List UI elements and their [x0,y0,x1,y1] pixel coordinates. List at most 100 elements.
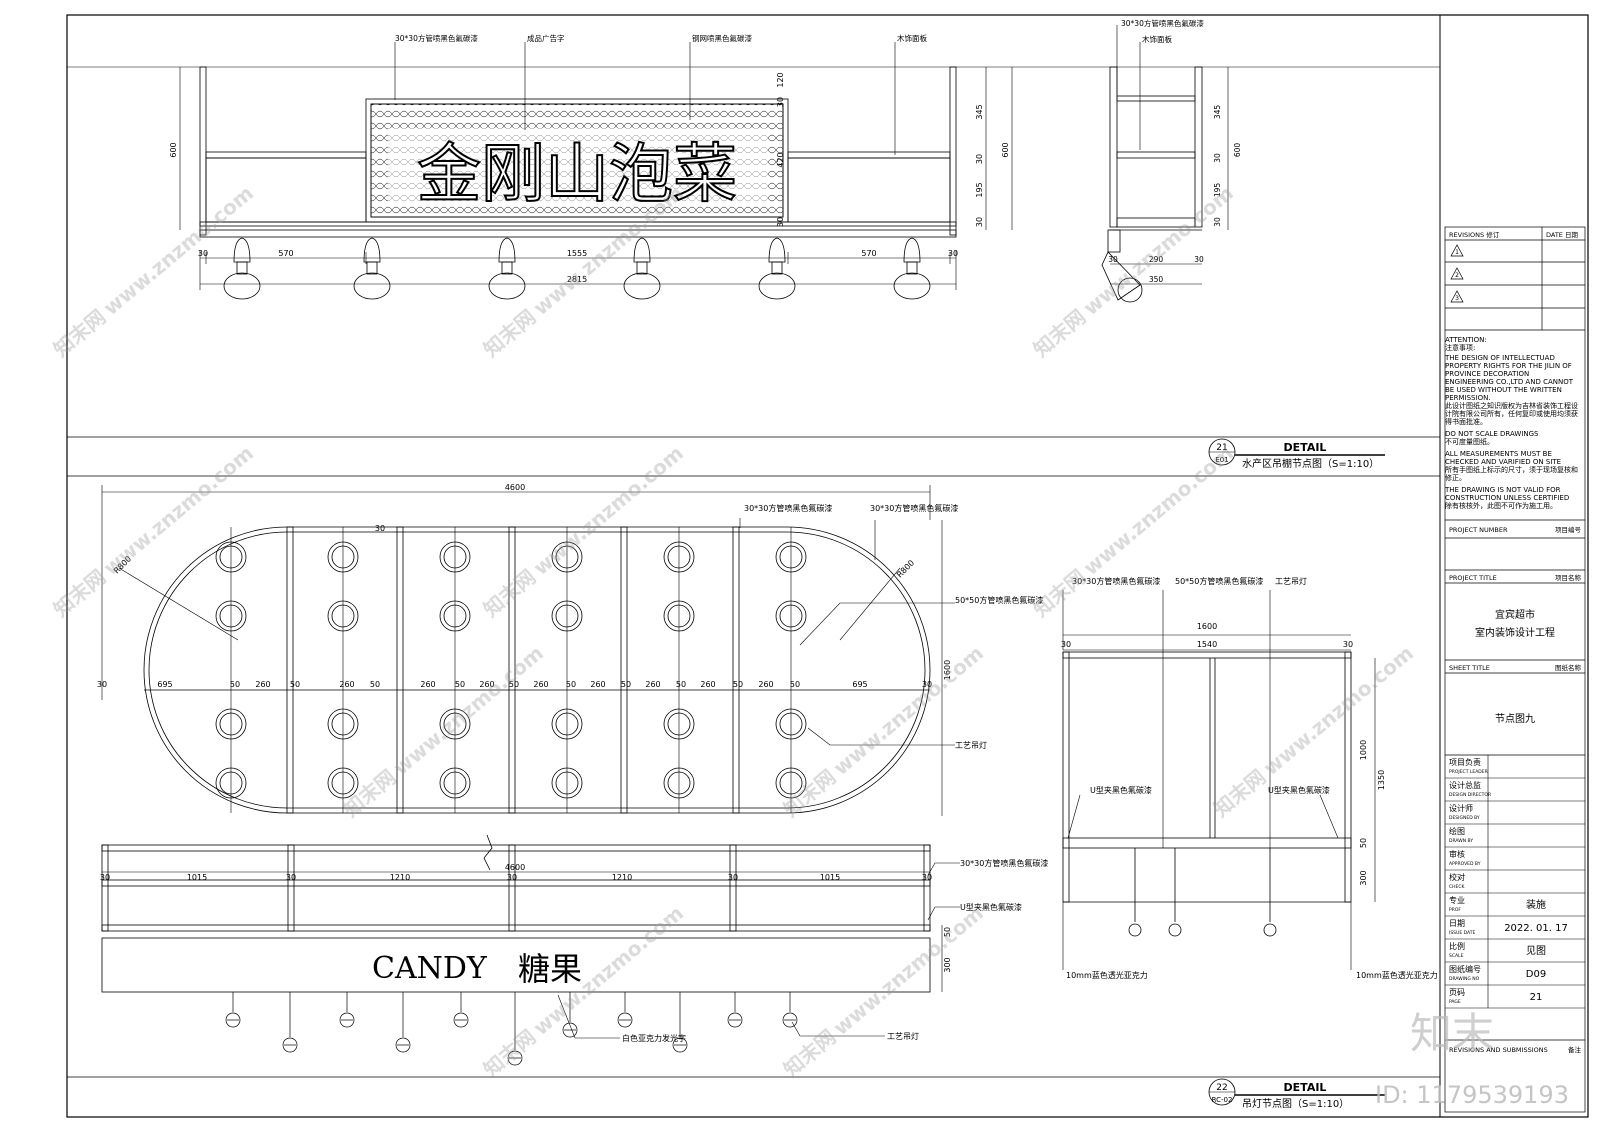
plan-lamp [439,708,471,740]
watermark-brand: 知末网 [1029,305,1090,362]
row-label-cn: 比例 [1449,941,1465,951]
project-number-cn: 项目编号 [1555,525,1582,534]
dim-right-total: 600 [1001,142,1010,157]
note-line: THE DRAWING IS NOT VALID FOR CONSTRUCTIO… [1445,486,1570,502]
side-label-acrylic-left: 10mm蓝色透光亚克力 [1066,970,1148,980]
plan-dim: 50 [676,680,686,689]
front-dim: 1210 [612,873,632,882]
attention-title-cn: 注意事项: [1445,344,1476,352]
plan-lamp [439,767,471,799]
side-label-clip-right: U型夹黑色氟碳漆 [1268,785,1330,795]
pendant-lamp [672,992,688,1053]
plan-lamp [775,767,807,799]
front-dim: 30 [728,873,738,882]
note-line: 此设计图纸之知识版权为吉林省装饰工程设计院有限公司所有，任何复印或使用均须获得书… [1445,402,1578,426]
row-value: D09 [1526,969,1546,980]
detail-22-heading: DETAIL [1284,1081,1327,1094]
plan-dim: 260 [645,680,660,689]
plan-lamp [439,541,471,573]
detail-21-title: 水产区吊棚节点图（S=1:10） [1242,457,1379,470]
side-dim-total: 1600 [1197,622,1217,631]
project-name-1: 宜宾超市 [1495,608,1535,621]
watermark-brand: 知末网 [49,305,110,362]
section-dim-30a: 30 [1108,255,1118,264]
row-label-cn: 图纸编号 [1449,964,1481,974]
front-dim: 30 [922,873,932,882]
top-lamps [223,237,931,300]
watermark-site: www.znzmo.com [829,901,988,1040]
plan-dim: 50 [566,680,576,689]
sheet-title-en: SHEET TITLE [1449,664,1490,672]
revision-triangles: 123 [1450,244,1464,303]
plan-dim: 50 [621,680,631,689]
plan-bars [230,526,792,814]
plan-lamp [439,600,471,632]
plan-lamp [327,541,359,573]
detail-21-tag: 21 E01 DETAIL 水产区吊棚节点图（S=1:10） [1208,438,1385,470]
row-label-en: PROJECT LEADER [1449,769,1488,775]
sign-cn: 糖果 [518,950,582,988]
row-value: 装施 [1526,898,1546,911]
section-dim-345: 345 [1213,105,1222,120]
plan-dim: 30 [97,680,107,689]
label-mesh: 钢网喷黑色氟碳漆 [692,33,752,43]
front-dim: 1015 [187,873,207,882]
revisions-submissions: REVISIONS AND SUBMISSIONS [1449,1046,1548,1054]
detail-21-number: 21 [1216,443,1227,453]
dim-right-345: 345 [975,104,984,119]
sign-text: 金刚山泡菜 [417,138,737,212]
side-label-clip-left: U型夹黑色氟碳漆 [1090,785,1152,795]
dim-top-total: 2815 [567,275,587,284]
plan-dim: 50 [733,680,743,689]
row-label-cn: 专业 [1449,895,1465,905]
top-elevation-dims [179,67,1013,290]
plan-lamp [215,600,247,632]
detail-22-number: 22 [1216,1083,1227,1093]
project-number-en: PROJECT NUMBER [1449,526,1508,534]
pendant-lamp [339,992,355,1028]
plan-lamps [215,541,807,799]
pendant-lamp [727,992,743,1028]
dim-top-1555: 1555 [567,249,587,258]
section-dim-total: 350 [1149,275,1164,284]
section-dim-290: 290 [1149,255,1164,264]
side-dim-30b: 30 [1343,640,1353,649]
detail-21-heading: DETAIL [1284,441,1327,454]
plan-dim: 260 [758,680,773,689]
spot-lamp [893,237,931,300]
remarks: 备注 [1568,1045,1582,1054]
note-line: THE DESIGN OF INTELLECTUAD PROPERTY RIGH… [1445,354,1574,402]
plan-bar [508,526,516,814]
front-label-clip: U型夹黑色氟碳漆 [960,902,1022,912]
plan-lamp [551,541,583,573]
attention-notes: ATTENTION: 注意事项: THE DESIGN OF INTELLECT… [1445,336,1579,514]
dim-right-195: 195 [975,182,984,197]
row-label-cn: 日期 [1449,919,1465,928]
row-value: 2022. 01. 17 [1504,923,1568,934]
watermark-site: www.znzmo.com [389,641,548,780]
plan-lamp [215,541,247,573]
plan-lamp [775,600,807,632]
title-rows-lines [1445,755,1585,1009]
dim-right-30d: 30 [776,217,785,227]
watermark-brand: 知末网 [1029,565,1090,622]
spot-lamp [353,237,391,300]
front-dim-total: 4600 [505,863,525,872]
dim-right-420: 420 [776,152,785,167]
plan-lamp [551,767,583,799]
plan-dim-height: 1600 [943,660,952,680]
sheet-name: 节点图九 [1495,713,1535,725]
plan-dim: 260 [255,680,270,689]
front-dim-50: 50 [943,927,952,937]
plan-lamp [663,708,695,740]
